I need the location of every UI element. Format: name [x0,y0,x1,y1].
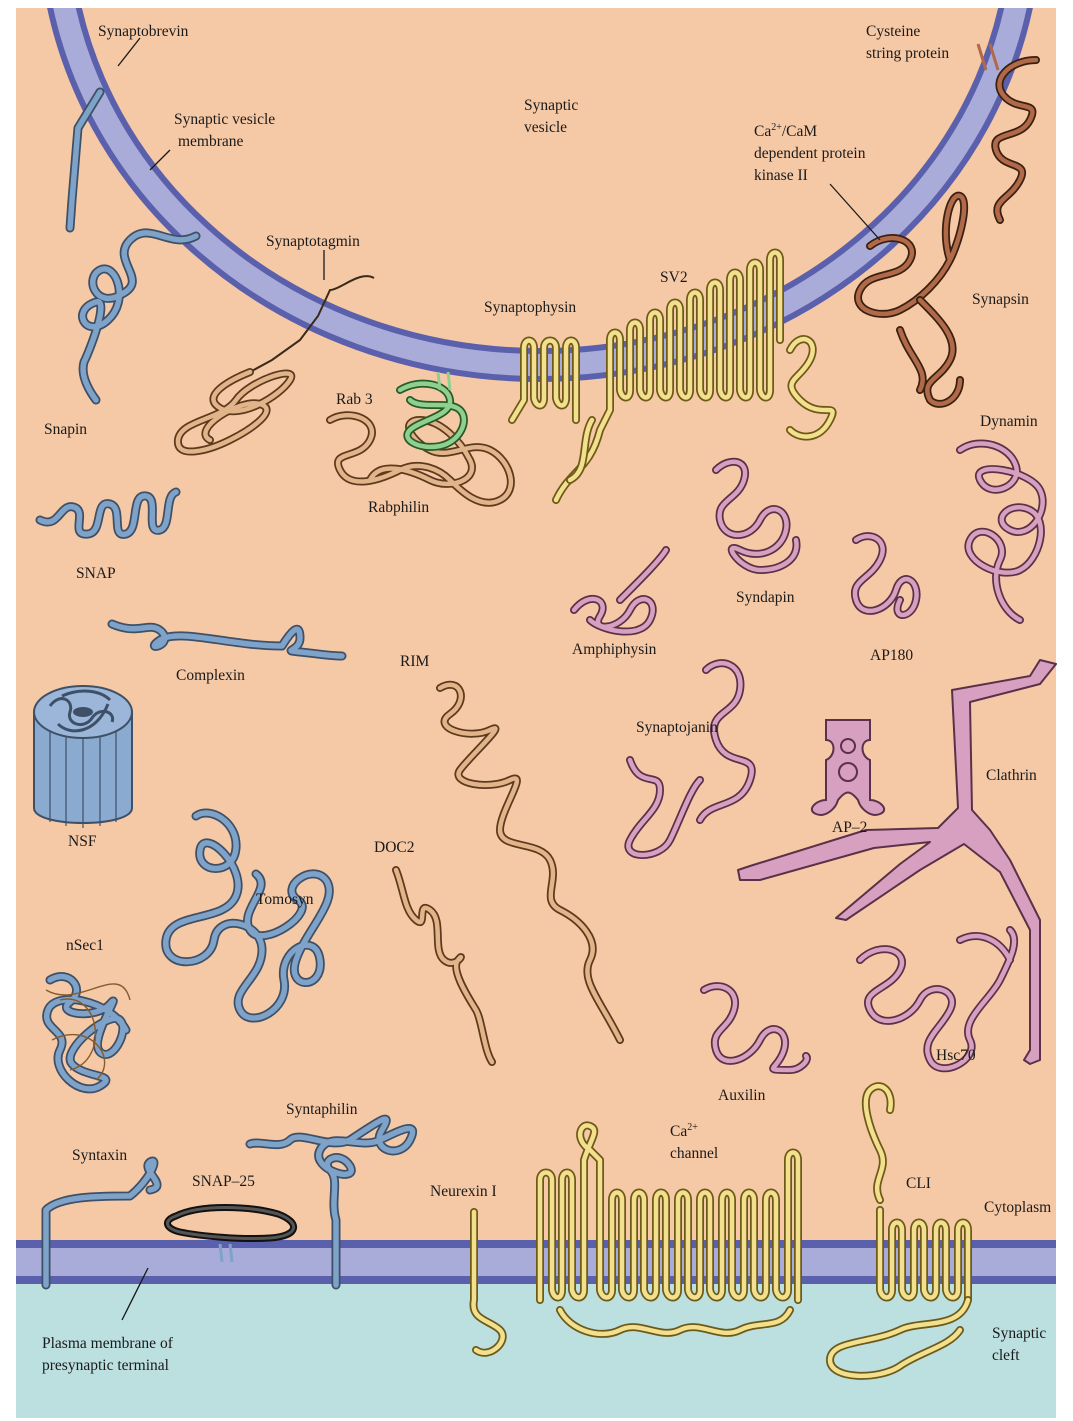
label-plasma-membrane-2: presynaptic terminal [42,1357,169,1374]
label-synaptic-vesicle-membrane-1: Synaptic vesicle [174,111,275,128]
label-auxilin: Auxilin [718,1087,766,1104]
label-synaptic-vesicle-2: vesicle [524,119,567,136]
label-hsc70: Hsc70 [936,1047,976,1064]
label-doc2: DOC2 [374,839,414,856]
label-cli: CLI [906,1175,931,1192]
label-snapin: Snapin [44,421,87,438]
label-rab3: Rab 3 [336,391,373,408]
label-synaptojanin: Synaptojanin [636,719,718,736]
label-dynamin: Dynamin [980,413,1038,430]
label-nsec1: nSec1 [66,937,104,954]
label-amphiphysin: Amphiphysin [572,641,657,658]
label-nsf: NSF [68,833,97,850]
label-syndapin: Syndapin [736,589,795,606]
label-ap2: AP–2 [832,819,867,836]
label-synapsin: Synapsin [972,291,1029,308]
label-rabphilin: Rabphilin [368,499,429,516]
label-camk2-3: kinase II [754,167,808,184]
label-complexin: Complexin [176,667,245,684]
label-synaptotagmin: Synaptotagmin [266,233,360,250]
label-snap25: SNAP–25 [192,1173,255,1190]
label-clathrin: Clathrin [986,767,1037,784]
label-sv2: SV2 [660,269,688,286]
label-cysteine-1: Cysteine [866,23,920,40]
label-tomosyn: Tomosyn [256,891,314,908]
label-synaptobrevin: Synaptobrevin [98,23,189,40]
nsf-protein [34,686,132,828]
label-syntaphilin: Syntaphilin [286,1101,358,1118]
label-neurexin: Neurexin I [430,1183,497,1200]
label-synaptic-cleft-1: Synaptic [992,1325,1046,1342]
label-syntaxin: Syntaxin [72,1147,127,1164]
label-synaptic-cleft-2: cleft [992,1347,1020,1364]
label-synaptic-vesicle-membrane-2: membrane [178,133,244,150]
label-camk2-1: Ca2+/CaM [754,122,817,140]
label-synaptophysin: Synaptophysin [484,299,576,316]
label-ap180: AP180 [870,647,913,664]
label-cytoplasm: Cytoplasm [984,1199,1051,1216]
label-ca-channel-2: channel [670,1145,718,1162]
label-plasma-membrane-1: Plasma membrane of [42,1335,174,1352]
label-rim: RIM [400,653,430,670]
label-synaptic-vesicle-1: Synaptic [524,97,578,114]
label-cysteine-2: string protein [866,45,949,62]
label-camk2-2: dependent protein [754,145,866,162]
label-snap: SNAP [76,565,116,582]
